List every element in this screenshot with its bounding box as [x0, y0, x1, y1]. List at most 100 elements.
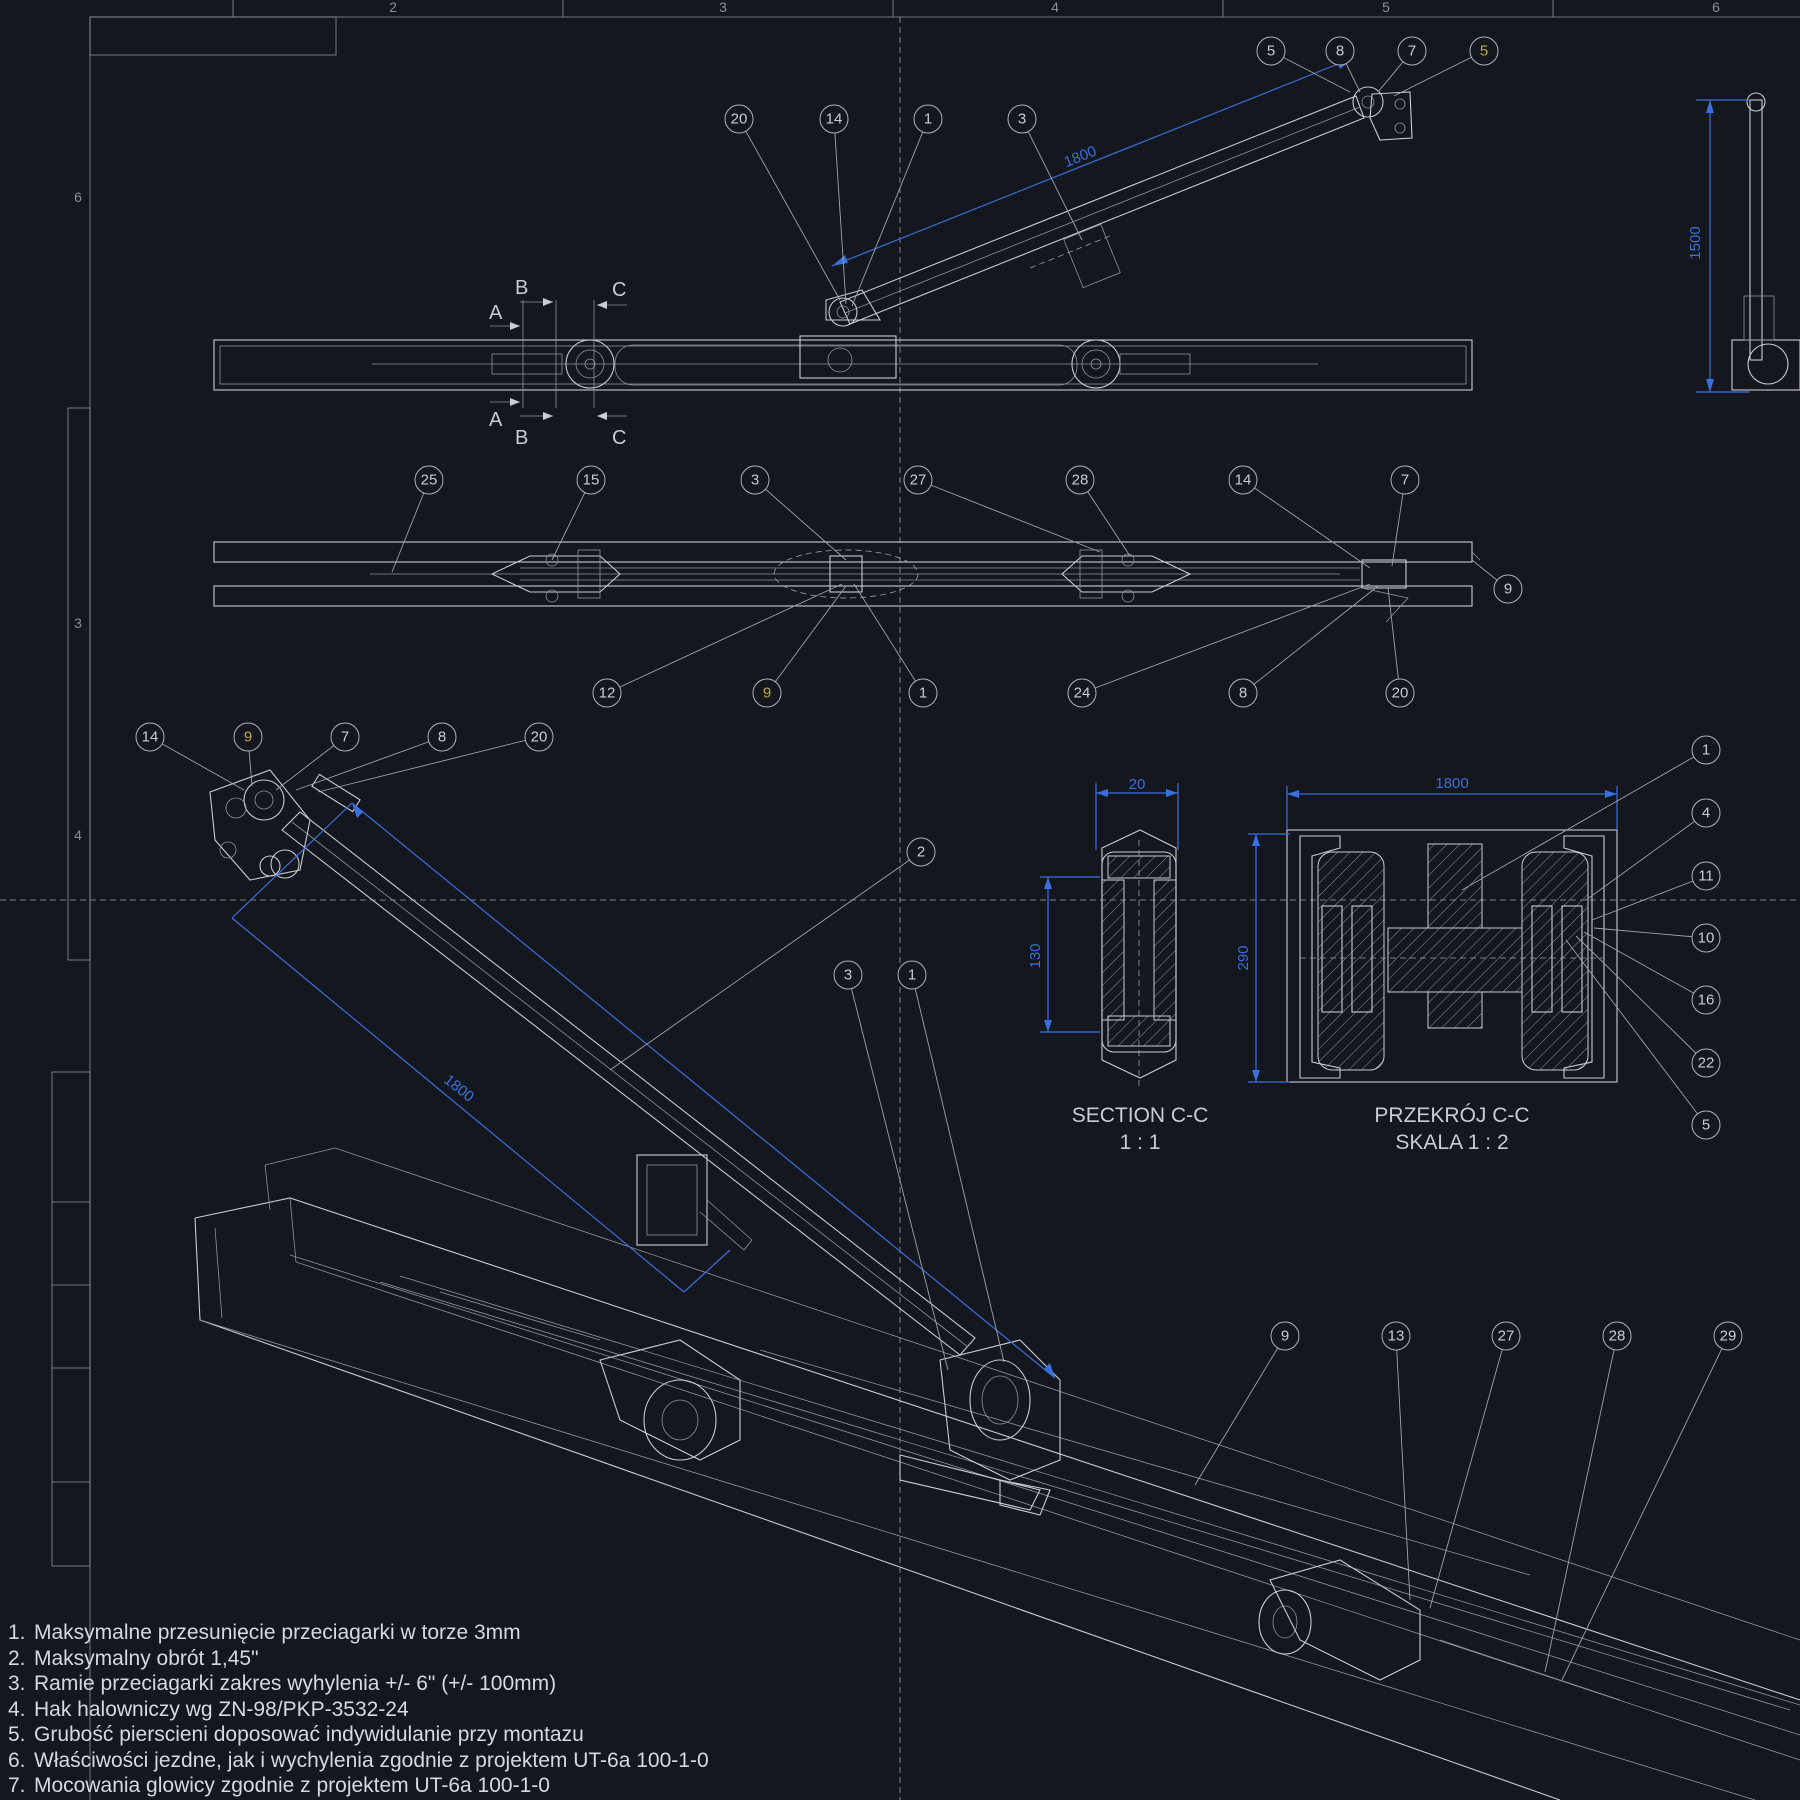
balloon: [1493, 574, 1523, 604]
balloon: [1691, 923, 1721, 953]
iso-arm-length-dimension: 1800: [441, 1071, 478, 1105]
note-text: Mocowania glowicy zgodnie z projektem UT…: [34, 1774, 550, 1797]
balloon-number: 14: [826, 111, 843, 128]
balloon: [427, 722, 457, 752]
balloon-number: 5: [1702, 1117, 1710, 1134]
balloon: [1067, 678, 1097, 708]
balloon-number: 24: [1074, 685, 1091, 702]
zone-label-top: 5: [1382, 0, 1390, 15]
balloon-number: 9: [763, 685, 771, 702]
balloon-number: 7: [1408, 43, 1416, 60]
balloon-number: 28: [1072, 472, 1089, 489]
note-text: Maksymalny obrót 1,45": [34, 1646, 259, 1670]
balloon: [1713, 1321, 1743, 1351]
callout-balloons: 5 8 7 5 20 14 1 3 25 15 3 27 28 14: [135, 36, 1743, 1681]
balloon-number: 1: [1702, 742, 1710, 759]
section-width-dimension: 20: [1129, 776, 1146, 793]
note-item: 1.Maksymalne przesunięcie przeciagarki w…: [8, 1620, 709, 1646]
przekroj-height-dimension: 290: [1235, 945, 1252, 970]
note-number: 5.: [8, 1723, 26, 1746]
note-item: 2.Maksymalny obrót 1,45": [8, 1646, 709, 1672]
section-height-dimension: 130: [1027, 943, 1044, 968]
section-marker-c-bottom: C: [612, 427, 626, 449]
balloon: [1691, 861, 1721, 891]
balloon-number: 12: [599, 685, 616, 702]
przekroj-width-dimension: 1800: [1435, 775, 1468, 792]
balloon: [833, 960, 863, 990]
balloon-number: 7: [341, 729, 349, 746]
balloon: [1228, 465, 1258, 495]
balloon: [1691, 985, 1721, 1015]
section-cc-view: 20 130 SECTION C-C 1 : 1: [1027, 776, 1208, 1154]
balloon-number: 9: [244, 729, 252, 746]
balloon: [576, 465, 606, 495]
balloon: [414, 465, 444, 495]
balloon-number: 29: [1720, 1328, 1737, 1345]
balloon-number: 8: [438, 729, 446, 746]
zone-label-left: 6: [74, 189, 82, 205]
zone-label-left: 4: [74, 827, 82, 843]
balloon: [1491, 1321, 1521, 1351]
przekroj-scale: SKALA 1 : 2: [1395, 1131, 1508, 1154]
balloon-number: 8: [1239, 685, 1247, 702]
balloon: [1385, 678, 1415, 708]
balloon-number: 1: [908, 967, 916, 984]
zone-label-top: 6: [1712, 0, 1720, 15]
balloon: [1602, 1321, 1632, 1351]
balloon-number: 11: [1698, 868, 1714, 885]
notes-list: 1.Maksymalne przesunięcie przeciagarki w…: [8, 1620, 709, 1799]
balloon-number: 20: [1392, 685, 1409, 702]
side-height-dimension: 1500: [1687, 226, 1704, 259]
balloon: [908, 678, 938, 708]
balloon: [233, 722, 263, 752]
balloon-number: 5: [1480, 43, 1488, 60]
balloon: [740, 465, 770, 495]
balloon-number: 14: [142, 729, 159, 746]
balloon: [897, 960, 927, 990]
note-text: Hak halowniczy wg ZN-98/PKP-3532-24: [34, 1697, 409, 1721]
balloon-number: 27: [910, 472, 927, 489]
section-marker-a-bottom: A: [489, 409, 503, 431]
balloon: [1691, 798, 1721, 828]
section-marker-a-top: A: [489, 302, 503, 324]
balloon-number: 1: [919, 685, 927, 702]
balloon: [1381, 1321, 1411, 1351]
note-number: 3.: [8, 1672, 26, 1695]
balloon: [1691, 1048, 1721, 1078]
zone-label-top: 2: [389, 0, 397, 15]
balloon: [1007, 104, 1037, 134]
balloon-number: 28: [1609, 1328, 1626, 1345]
balloon-number: 25: [421, 472, 438, 489]
balloon-number: 3: [751, 472, 759, 489]
note-item: 6.Właściwości jezdne, jak i wychylenia z…: [8, 1748, 709, 1774]
section-cc-scale: 1 : 1: [1120, 1131, 1161, 1154]
balloon-number: 20: [731, 111, 748, 128]
note-number: 7.: [8, 1774, 26, 1797]
balloon: [1228, 678, 1258, 708]
balloon-number: 8: [1336, 43, 1344, 60]
balloon-number: 4: [1702, 805, 1710, 822]
balloon: [724, 104, 754, 134]
balloon: [1469, 36, 1499, 66]
balloon: [1390, 465, 1420, 495]
balloon: [1691, 735, 1721, 765]
balloon-number: 14: [1235, 472, 1252, 489]
balloon-number: 9: [1281, 1328, 1289, 1345]
balloon: [592, 678, 622, 708]
balloon: [135, 722, 165, 752]
balloon: [752, 678, 782, 708]
balloon-number: 16: [1698, 992, 1715, 1009]
balloon: [1065, 465, 1095, 495]
przekroj-cc-view: 1800 290 PRZEKRÓJ C-C SKALA 1 : 2: [1235, 775, 1618, 1154]
balloon-number: 1: [924, 111, 932, 128]
note-number: 4.: [8, 1697, 26, 1721]
zone-label-left: 3: [74, 615, 82, 631]
top-elevation-view: 1800 A A B B C C: [213, 57, 1473, 449]
przekroj-title: PRZEKRÓJ C-C: [1374, 1104, 1529, 1127]
note-text: Grubość pierscieni doposować indywidulan…: [34, 1723, 584, 1746]
balloon-number: 3: [1018, 111, 1026, 128]
note-item: 3.Ramie przeciagarki zakres wyhylenia +/…: [8, 1671, 709, 1697]
balloon-number: 20: [531, 729, 548, 746]
